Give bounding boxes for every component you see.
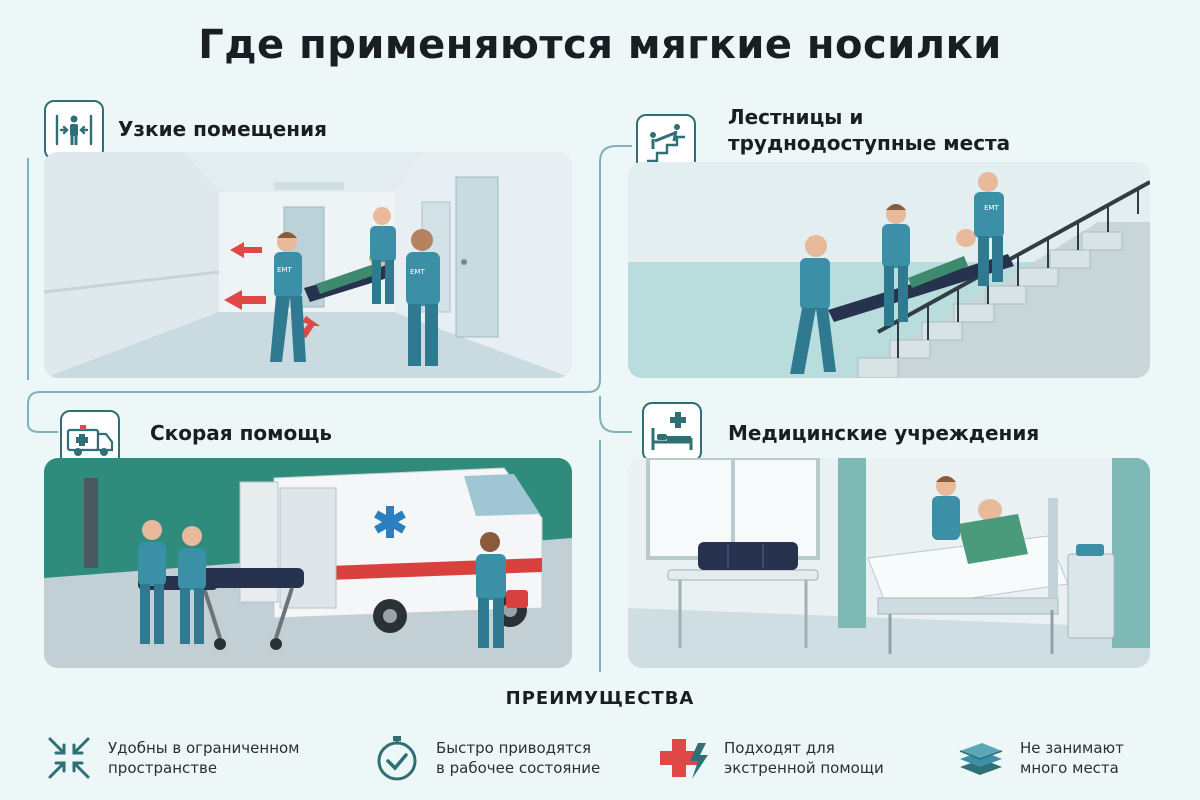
benefit-item: Не занимают много места xyxy=(956,728,1176,788)
panel-title-line: Узкие помещения xyxy=(118,117,327,141)
scene-ambulance xyxy=(44,458,572,668)
benefit-text-line: экстренной помощи xyxy=(724,759,884,777)
stopwatch-check-icon xyxy=(377,736,417,781)
benefit-item: Подходят для экстренной помощи xyxy=(660,728,940,788)
benefit-text-line: Не занимают xyxy=(1020,739,1124,757)
benefit-text: Не занимают много места xyxy=(1020,738,1124,778)
panel-title-narrow-spaces: Узкие помещения xyxy=(118,116,327,142)
scene-narrow-corridor: EMT EMT xyxy=(44,152,572,378)
panel-title-line: труднодоступные места xyxy=(728,131,1011,155)
hospital-bed-icon xyxy=(651,412,693,450)
compress-arrows-icon xyxy=(48,737,90,779)
benefit-item: Быстро приводятся в рабочее состояние xyxy=(372,728,652,788)
panel-title-line: Лестницы и xyxy=(728,105,864,129)
benefit-item: Удобны в ограниченном пространстве xyxy=(44,728,344,788)
ambulance-icon xyxy=(66,425,114,456)
scene-stairs: EMT xyxy=(628,162,1150,378)
benefits-heading: ПРЕИМУЩЕСТВА xyxy=(505,688,695,709)
panel-title-line: Медицинские учреждения xyxy=(728,421,1040,445)
emt-vest-label: EMT xyxy=(984,204,999,212)
scene-hospital xyxy=(628,458,1150,668)
benefit-text: Удобны в ограниченном пространстве xyxy=(108,738,300,778)
emt-vest-label: EMT xyxy=(277,266,292,274)
benefit-text-line: пространстве xyxy=(108,759,218,777)
benefit-text: Подходят для экстренной помощи xyxy=(724,738,884,778)
benefit-text-line: много места xyxy=(1020,759,1119,777)
narrow-spaces-icon-box xyxy=(44,100,104,160)
benefit-text-line: Удобны в ограниченном xyxy=(108,739,300,757)
medical-cross-lightning-icon xyxy=(660,739,708,779)
panel-title-ambulance: Скорая помощь xyxy=(150,420,332,446)
corridor-illustration: EMT EMT xyxy=(44,152,572,378)
stairs-carry-icon xyxy=(647,124,685,163)
panel-title-medical: Медицинские учреждения xyxy=(728,420,1039,446)
benefit-text-line: Подходят для xyxy=(724,739,835,757)
folded-stretcher-icon xyxy=(959,743,1003,775)
page-title: Где применяются мягкие носилки xyxy=(198,22,1002,68)
stairs-illustration: EMT xyxy=(628,162,1150,378)
hospital-room-illustration xyxy=(628,458,1150,668)
hospital-bed-icon-box xyxy=(642,402,702,462)
panel-title-line: Скорая помощь xyxy=(150,421,333,445)
benefit-text-line: Быстро приводятся xyxy=(436,739,592,757)
emt-vest-label: EMT xyxy=(410,268,425,276)
benefit-text-line: в рабочее состояние xyxy=(436,759,601,777)
ambulance-illustration xyxy=(44,458,572,668)
benefit-text: Быстро приводятся в рабочее состояние xyxy=(436,738,600,778)
person-in-narrow-space-icon xyxy=(55,114,93,146)
panel-title-stairs: Лестницы и труднодоступные места xyxy=(728,104,1010,156)
